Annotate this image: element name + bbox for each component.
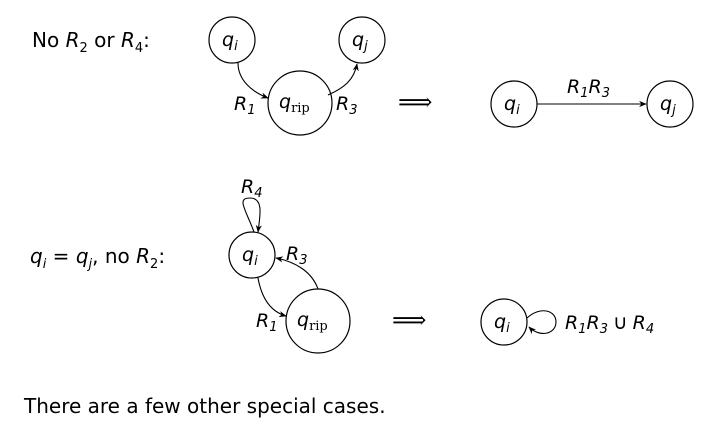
edge-loop-result <box>526 310 557 335</box>
edge-label-r3: R3 <box>336 93 357 118</box>
edge-loop-r4 <box>242 197 262 233</box>
case1-label: No R2 or R4: <box>32 28 150 56</box>
state-qi-result-2-label: qi <box>494 311 510 336</box>
case2-right-diagram: qi R1R3∪R4 <box>480 298 654 346</box>
state-qj-result <box>646 80 694 128</box>
edge-qi-to-qrip-2 <box>257 277 287 318</box>
state-qj-label: qj <box>352 29 368 54</box>
edge-label-r3-2: R3 <box>286 243 307 268</box>
case2-label: qi = qj, no R2: <box>30 244 166 272</box>
state-qi-2 <box>228 231 276 279</box>
edge-qrip-to-qi-2 <box>275 256 319 290</box>
implies-arrow-1: ⟹ <box>398 88 432 116</box>
case2-left-diagram: qi R4 qrip R1 R3 <box>228 176 351 354</box>
state-qj <box>338 16 386 64</box>
footer-text: There are a few other special cases. <box>24 394 386 418</box>
state-qj-result-label: qj <box>660 93 676 118</box>
state-qi-result-2 <box>480 298 528 346</box>
state-qrip <box>267 70 333 136</box>
edge-label-r1r3: R1R3 <box>567 76 610 101</box>
edge-label-loop-result: R1R3∪R4 <box>565 310 654 337</box>
state-qi <box>208 16 256 64</box>
state-qi-result-label: qi <box>504 93 520 118</box>
implies-arrow-2: ⟹ <box>392 306 426 334</box>
edge-label-r4: R4 <box>241 176 262 201</box>
state-qi-label: qi <box>222 29 238 54</box>
edge-label-r1: R1 <box>234 93 255 118</box>
edge-qi-to-qrip <box>237 62 269 99</box>
case1-left-diagram: qi qj qrip R1 R3 <box>208 16 386 136</box>
edge-qrip-to-qj <box>327 63 359 96</box>
state-qi-2-label: qi <box>242 244 258 269</box>
case1-right-diagram: qi qj R1R3 <box>490 76 694 128</box>
edge-label-r1-2: R1 <box>256 310 277 335</box>
